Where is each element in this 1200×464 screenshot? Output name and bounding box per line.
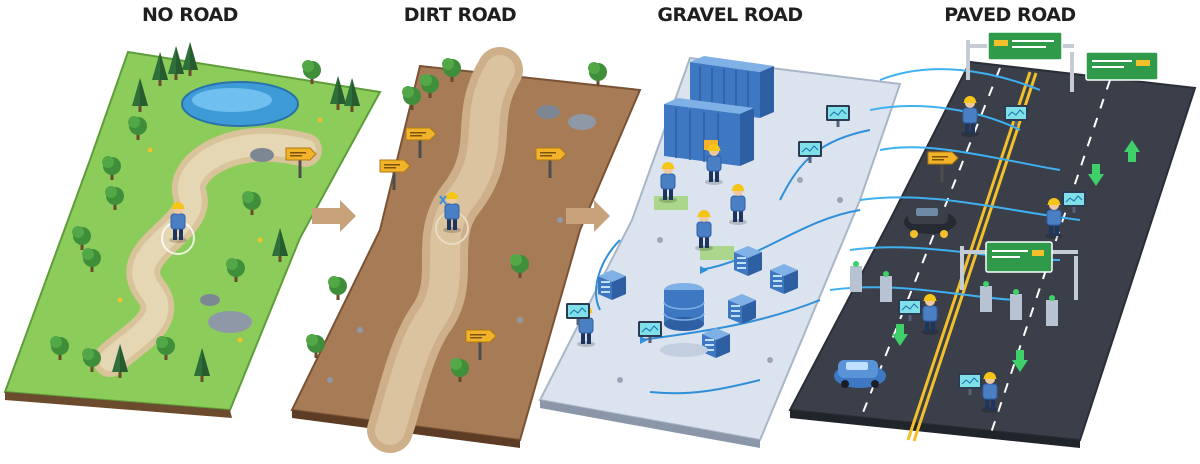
- wrench-icon: [439, 195, 447, 205]
- stage-title-gravel-road: GRAVEL ROAD: [657, 4, 803, 26]
- panel-paved-road: [788, 31, 1197, 448]
- tree-icon: [588, 62, 607, 86]
- stage-title-dirt-road: DIRT ROAD: [403, 4, 517, 26]
- car-icon: [834, 360, 886, 388]
- panel-dirt-road: [290, 47, 642, 453]
- server-icon: [770, 264, 798, 294]
- server-icon: [702, 328, 730, 358]
- highway-sign-icon: [1085, 51, 1159, 81]
- panel-gravel-road: [538, 56, 902, 448]
- server-icon: [728, 294, 756, 324]
- server-icon: [598, 270, 626, 300]
- toll-gate-icon: [850, 261, 1058, 326]
- panel-no-road: [3, 42, 382, 418]
- database-icon: [660, 283, 708, 357]
- tree-icon: [328, 276, 347, 300]
- arrow-right-icon: [566, 200, 610, 232]
- highway-sign-icon: [966, 31, 1074, 92]
- arrow-right-icon: [312, 200, 356, 232]
- stage-title-paved-road: PAVED ROAD: [944, 4, 1076, 26]
- car-icon: [904, 206, 956, 238]
- server-icon: [734, 246, 762, 276]
- highway-sign-icon: [960, 241, 1078, 300]
- stage-title-no-road: NO ROAD: [142, 4, 238, 26]
